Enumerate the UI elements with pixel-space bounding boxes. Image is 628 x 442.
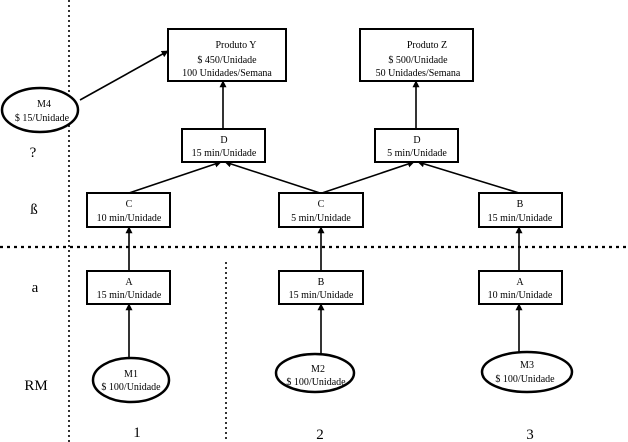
op-a-column1-name: A [125,277,133,288]
product-z-title: Produto Z [407,40,447,51]
op-d-column1-box: D 15 min/Unidade [181,128,266,163]
material-m4-name: M4 [37,99,51,110]
op-a-column1-box: A 15 min/Unidade [86,270,171,305]
op-c-column2-time: 5 min/Unidade [291,213,351,224]
op-d-column2-name: D [413,135,420,146]
product-z-box: Produto Z $ 500/Unidade 50 Unidades/Sema… [359,28,474,82]
op-c-column1-name: C [126,199,133,210]
level-label-rm: RM [24,378,47,394]
arrow-m4-to-y [79,50,169,101]
material-m1-ellipse: M1 $ 100/Unidade [91,356,171,404]
op-d-column2-box: D 5 min/Unidade [374,128,459,163]
arrow-b3-to-d2 [417,160,520,194]
op-b-column3-name: B [517,199,524,210]
level-label-beta: ß [30,202,38,218]
column-label-3: 3 [526,427,534,442]
material-m2-name: M2 [311,364,325,375]
op-c-column2-name: C [318,199,325,210]
product-z-price: $ 500/Unidade [388,55,448,66]
material-m1-name: M1 [124,369,138,380]
product-y-box: Produto Y $ 450/Unidade 100 Unidades/Sem… [167,28,287,82]
op-a-column3-box: A 10 min/Unidade [478,270,563,305]
arrow-c1-to-d1 [128,160,222,194]
product-y-title: Produto Y [215,40,256,51]
op-c-column1-box: C 10 min/Unidade [86,192,171,228]
op-b-column3-box: B 15 min/Unidade [478,192,563,228]
material-m1-cost: $ 100/Unidade [101,382,161,393]
op-d-column2-time: 5 min/Unidade [387,148,447,159]
material-m3-ellipse: M3 $ 100/Unidade [480,350,574,394]
material-m2-ellipse: M2 $ 100/Unidade [274,352,356,394]
product-z-demand: 50 Unidades/Semana [376,68,461,79]
op-b-column2-name: B [318,277,325,288]
op-b-column2-box: B 15 min/Unidade [278,270,364,305]
op-b-column2-time: 15 min/Unidade [289,290,354,301]
material-m3-name: M3 [520,360,534,371]
arrow-c2-to-d2 [321,160,415,194]
op-c-column1-time: 10 min/Unidade [97,213,162,224]
column-label-2: 2 [316,427,324,442]
op-d-column1-time: 15 min/Unidade [192,148,257,159]
op-c-column2-box: C 5 min/Unidade [278,192,364,228]
arrow-c2-to-d1 [224,160,321,194]
op-a-column1-time: 15 min/Unidade [97,290,162,301]
op-d-column1-name: D [220,135,227,146]
product-y-price: $ 450/Unidade [197,55,257,66]
product-y-demand: 100 Unidades/Semana [182,68,272,79]
level-label-question: ? [30,145,37,161]
column-label-1: 1 [133,425,141,441]
op-a-column3-name: A [516,277,524,288]
material-m3-cost: $ 100/Unidade [495,374,555,385]
material-m2-cost: $ 100/Unidade [286,377,346,388]
op-b-column3-time: 15 min/Unidade [488,213,553,224]
material-m4-ellipse: M4 $ 15/Unidade [0,86,80,134]
level-label-a: a [32,280,39,296]
op-a-column3-time: 10 min/Unidade [488,290,553,301]
material-m4-cost: $ 15/Unidade [15,113,70,124]
